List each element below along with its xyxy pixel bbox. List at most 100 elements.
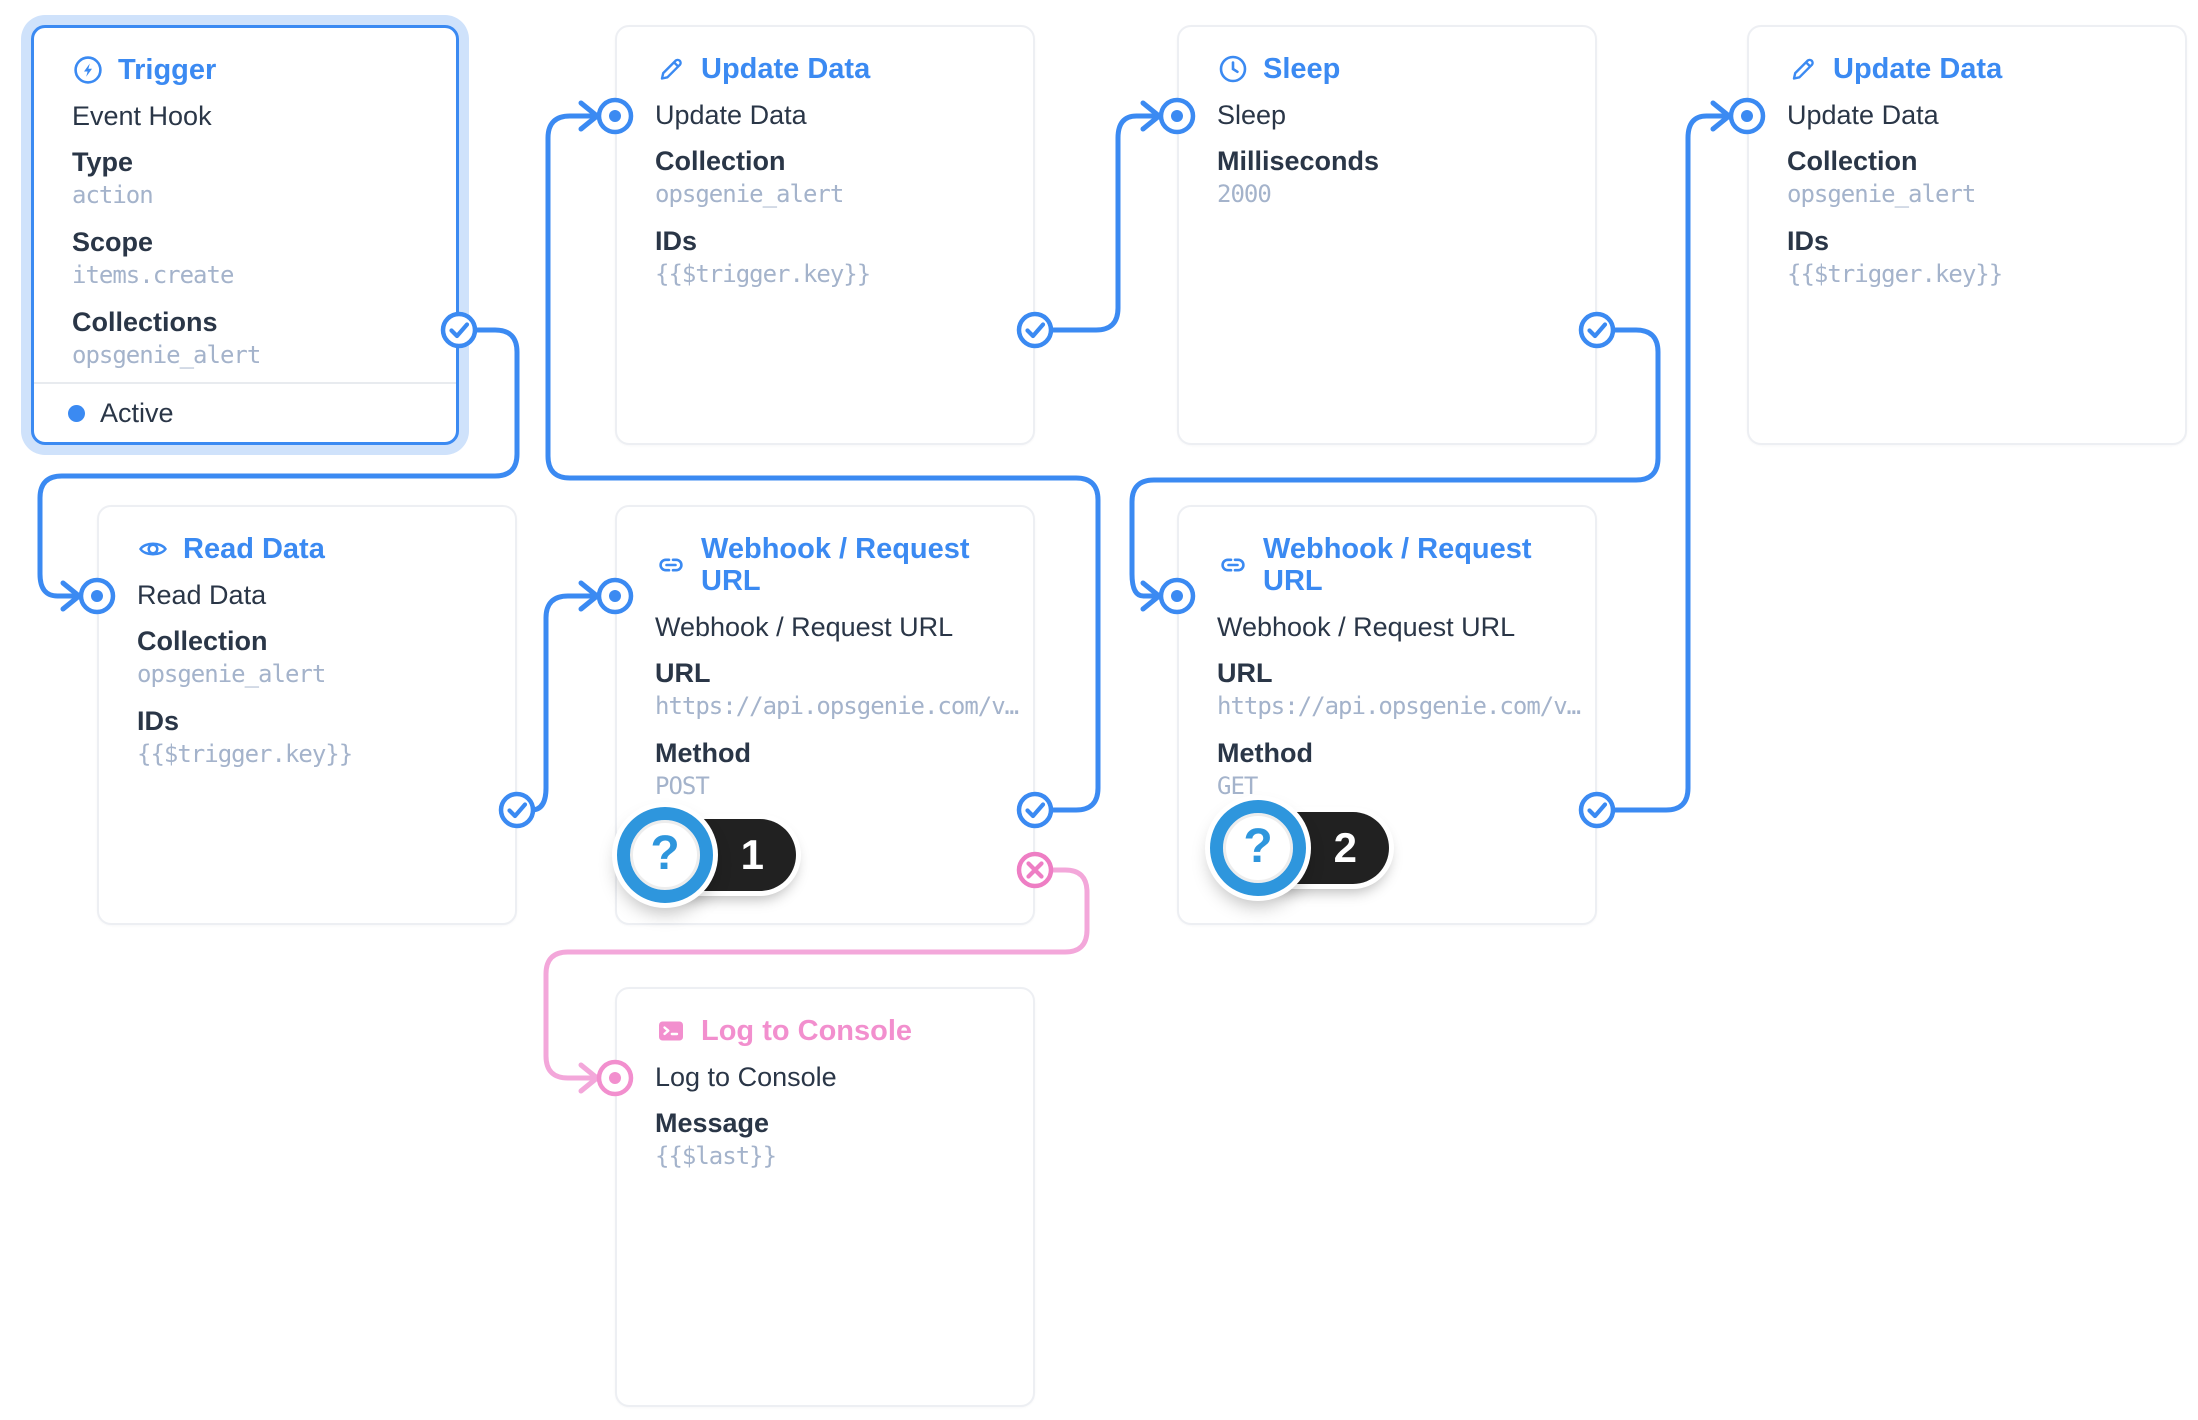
field-group: Method POST (655, 737, 1005, 803)
field-value: {{$trigger.key}} (1787, 260, 2003, 288)
field-value: opsgenie_alert (72, 341, 261, 369)
node-title-label: Webhook / Request URL (701, 533, 970, 597)
field-label: Method (655, 738, 751, 768)
bolt-circle-icon (72, 54, 104, 86)
field-group: IDs {{$trigger.key}} (655, 225, 1005, 291)
node-title: Update Data (1787, 53, 2157, 85)
field-group: Collections opsgenie_alert (72, 306, 428, 372)
node-title: Log to Console (655, 1015, 1005, 1047)
node-title-label: Webhook / Request URL (1263, 533, 1532, 597)
node-title: Sleep (1217, 53, 1567, 85)
field-group: Collection opsgenie_alert (1787, 145, 2157, 211)
field-label: Method (1217, 738, 1313, 768)
node-title-label: Read Data (183, 533, 325, 565)
arrowhead-icon (1140, 100, 1162, 132)
connection-read-webhook1 (514, 593, 596, 813)
field-label: IDs (1787, 226, 1830, 256)
node-title-label: Update Data (1833, 53, 2003, 85)
field-group: Collection opsgenie_alert (655, 145, 1005, 211)
node-title-label: Sleep (1263, 53, 1341, 85)
flow-node-log[interactable]: Log to Console Log to Console Message {{… (615, 987, 1035, 1407)
field-label: Message (655, 1108, 770, 1138)
field-group: Scope items.create (72, 226, 428, 292)
field-label: Type (72, 147, 134, 177)
field-group: URL https://api.opsgenie.com/v… (1217, 657, 1581, 723)
field-label: Collection (655, 146, 786, 176)
field-value: {{$trigger.key}} (655, 260, 871, 288)
field-label: Scope (72, 227, 154, 257)
field-value: {{$last}} (655, 1142, 777, 1170)
field-label: Collection (137, 626, 268, 656)
field-value: GET (1217, 772, 1258, 800)
field-group: IDs {{$trigger.key}} (137, 705, 487, 771)
node-title: Update Data (655, 53, 1005, 85)
field-value: opsgenie_alert (137, 660, 326, 688)
arrowhead-icon (578, 1062, 600, 1094)
field-value: https://api.opsgenie.com/v… (1217, 692, 1581, 720)
field-label: URL (1217, 658, 1273, 688)
status-label: Active (100, 397, 174, 428)
node-name: Read Data (137, 580, 267, 610)
field-value: items.create (72, 261, 234, 289)
field-label: IDs (137, 706, 180, 736)
node-title: Webhook / Request URL (1217, 533, 1567, 597)
field-group: Collection opsgenie_alert (137, 625, 487, 691)
connection-webhook2-update2 (1594, 113, 1728, 813)
node-title: Trigger (72, 54, 428, 86)
node-title-label: Trigger (118, 54, 217, 86)
node-name: Sleep (1217, 100, 1287, 130)
field-value: {{$trigger.key}} (137, 740, 353, 768)
field-group: Milliseconds 2000 (1217, 145, 1567, 211)
node-title-label: Update Data (701, 53, 871, 85)
node-name: Event Hook (72, 101, 212, 131)
field-group: Method GET (1217, 737, 1567, 803)
node-title: Webhook / Request URL (655, 533, 1005, 597)
field-value: opsgenie_alert (1787, 180, 1976, 208)
question-mark-icon[interactable]: ? (617, 807, 713, 903)
field-label: Collection (1787, 146, 1918, 176)
tutorial-badge-1[interactable]: 1 ? (617, 807, 867, 917)
connection-update1-sleep (1032, 113, 1158, 333)
field-group: URL https://api.opsgenie.com/v… (655, 657, 1019, 723)
flow-node-update2[interactable]: Update Data Update Data Collection opsge… (1747, 25, 2187, 445)
node-name: Update Data (1787, 100, 1939, 130)
arrowhead-icon (1710, 100, 1732, 132)
trigger-status-footer: Active (34, 382, 456, 442)
field-value: https://api.opsgenie.com/v… (655, 692, 1019, 720)
eye-icon (137, 533, 169, 565)
arrowhead-icon (1140, 580, 1162, 612)
field-group: IDs {{$trigger.key}} (1787, 225, 2157, 291)
field-label: URL (655, 658, 711, 688)
node-name: Update Data (655, 100, 807, 130)
field-group: Message {{$last}} (655, 1107, 1005, 1173)
node-name: Log to Console (655, 1062, 837, 1092)
arrowhead-icon (578, 580, 600, 612)
arrowhead-icon (60, 580, 82, 612)
terminal-icon (655, 1015, 687, 1047)
field-value: opsgenie_alert (655, 180, 844, 208)
node-title-label: Log to Console (701, 1015, 913, 1047)
flow-node-sleep[interactable]: Sleep Sleep Milliseconds 2000 (1177, 25, 1597, 445)
arrowhead-icon (578, 100, 600, 132)
flow-node-update1[interactable]: Update Data Update Data Collection opsge… (615, 25, 1035, 445)
field-group: Type action (72, 146, 428, 212)
tutorial-badge-2[interactable]: 2 ? (1210, 800, 1460, 910)
flow-node-trigger[interactable]: Trigger Event Hook Type action Scope ite… (31, 25, 459, 445)
node-name: Webhook / Request URL (655, 612, 954, 642)
question-mark-icon[interactable]: ? (1210, 800, 1306, 896)
status-active-dot (68, 404, 85, 422)
field-label: IDs (655, 226, 698, 256)
field-label: Milliseconds (1217, 146, 1380, 176)
link-icon (655, 549, 687, 581)
field-label: Collections (72, 307, 218, 337)
node-name: Webhook / Request URL (1217, 612, 1516, 642)
flow-node-read[interactable]: Read Data Read Data Collection opsgenie_… (97, 505, 517, 925)
field-value: action (72, 181, 154, 209)
clock-icon (1217, 53, 1249, 85)
field-value: POST (655, 772, 710, 800)
link-icon (1217, 549, 1249, 581)
pencil-icon (655, 53, 687, 85)
node-title: Read Data (137, 533, 487, 565)
pencil-icon (1787, 53, 1819, 85)
